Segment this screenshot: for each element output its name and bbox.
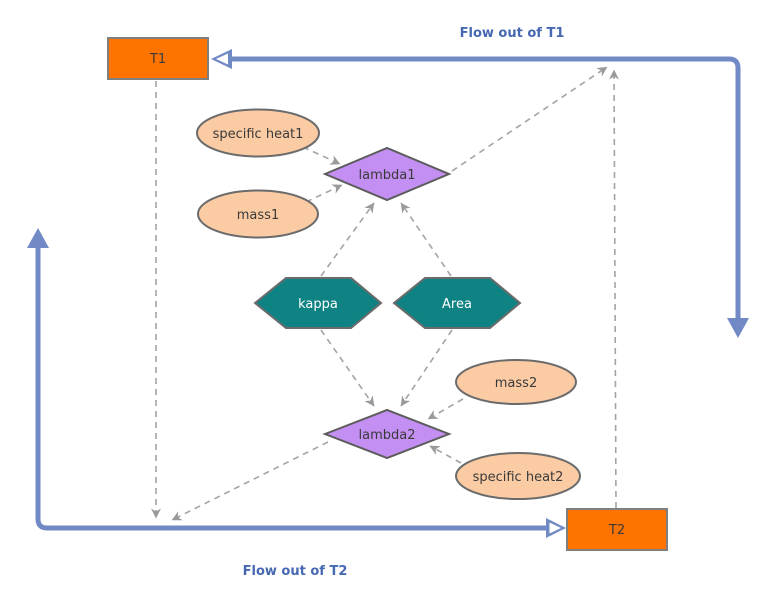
- node-lambda1-label: lambda1: [359, 168, 416, 183]
- node-area-label: Area: [442, 297, 472, 312]
- flow2-arrowhead-up: [27, 228, 49, 248]
- flow1-label: Flow out of T1: [460, 26, 565, 41]
- node-t1-label: T1: [149, 52, 166, 67]
- node-t1[interactable]: T1: [107, 37, 209, 80]
- connector-mass2-to-lambda2[interactable]: [427, 398, 464, 420]
- connector-area-to-lambda1[interactable]: [400, 202, 452, 277]
- flow2-arrowhead-notch: [549, 522, 561, 534]
- connector-kappa-to-lambda2[interactable]: [320, 329, 375, 407]
- node-mass2-label: mass2: [495, 376, 537, 391]
- node-lambda1[interactable]: lambda1: [322, 146, 452, 202]
- connector-area-to-lambda2[interactable]: [400, 329, 453, 407]
- node-kappa-label: kappa: [298, 297, 338, 312]
- connector-mass1-to-lambda1[interactable]: [305, 184, 343, 203]
- connector-lambda2-to-flow2-junction[interactable]: [171, 441, 329, 521]
- flow1-arrowhead-down: [727, 318, 749, 338]
- node-area[interactable]: Area: [392, 277, 522, 329]
- node-t2-label: T2: [608, 523, 625, 538]
- node-lambda2[interactable]: lambda2: [322, 408, 452, 460]
- node-kappa[interactable]: kappa: [253, 277, 383, 329]
- node-mass1-label: mass1: [237, 208, 279, 223]
- node-mass2[interactable]: mass2: [455, 359, 577, 405]
- node-specific-heat2[interactable]: specific heat2: [455, 452, 581, 500]
- connector-t2-to-flow1-junction[interactable]: [609, 69, 620, 509]
- node-t2[interactable]: T2: [566, 508, 668, 551]
- node-specific-heat2-label: specific heat2: [473, 470, 564, 485]
- node-specific-heat1-label: specific heat1: [213, 127, 304, 142]
- connector-lambda1-to-flow1-junction[interactable]: [451, 66, 608, 172]
- flow1-arrowhead-notch: [216, 53, 228, 65]
- node-lambda2-label: lambda2: [359, 428, 416, 443]
- node-specific-heat1[interactable]: specific heat1: [196, 108, 320, 158]
- flow2-label: Flow out of T2: [243, 564, 348, 579]
- connector-specific-heat1-to-lambda1[interactable]: [302, 146, 341, 165]
- connector-kappa-to-lambda1[interactable]: [320, 202, 375, 277]
- flow-out-of-t1-pipe[interactable]: [211, 49, 749, 338]
- connector-specific-heat2-to-lambda2[interactable]: [429, 445, 462, 464]
- node-mass1[interactable]: mass1: [197, 189, 319, 239]
- flow-out-of-t2-pipe[interactable]: [27, 228, 566, 538]
